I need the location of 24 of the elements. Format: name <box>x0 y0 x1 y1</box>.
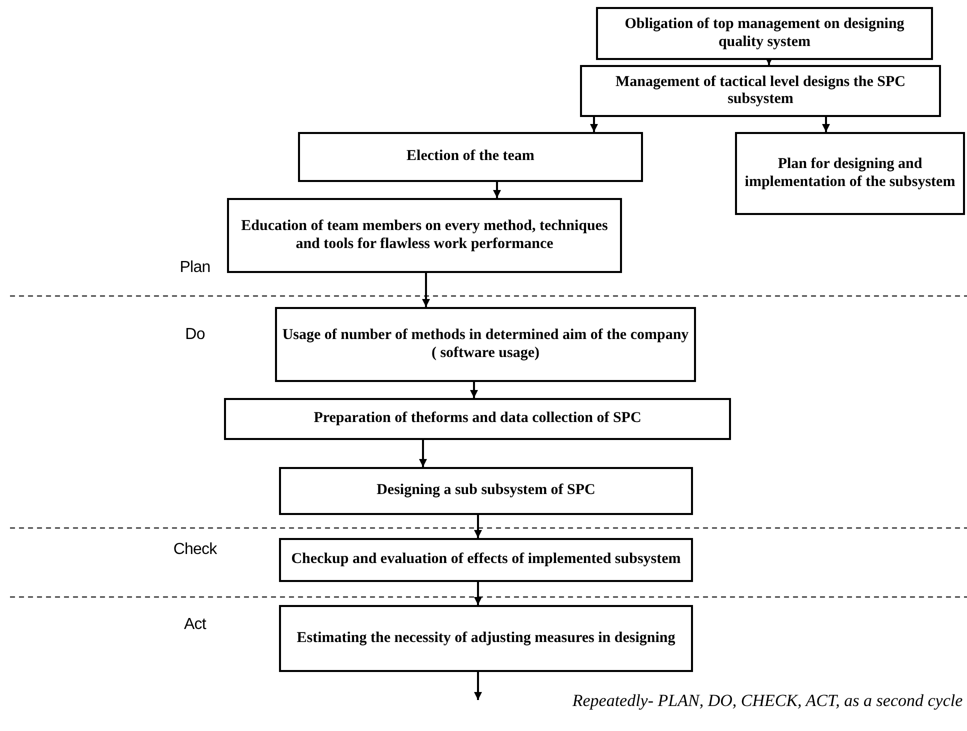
note-text: Repeatedly- PLAN, DO, CHECK, ACT, as a second cycle <box>572 690 963 712</box>
arrow <box>422 273 430 307</box>
arrow <box>419 440 427 467</box>
process-box: Election of the team <box>298 132 643 182</box>
arrow <box>474 582 482 605</box>
process-box: Usage of number of methods in determined aim of the company ( software usage) <box>275 307 696 382</box>
arrow <box>822 117 830 132</box>
phase-label: Act <box>184 615 206 635</box>
phase-label: Do <box>185 325 205 345</box>
process-box: Estimating the necessity of adjusting measures in designing <box>279 605 693 672</box>
arrow <box>590 117 598 132</box>
process-box: Checkup and evaluation of effects of implemented subsystem <box>279 538 693 582</box>
arrow <box>474 515 482 538</box>
arrow <box>470 382 478 398</box>
process-box: Preparation of theforms and data collection of SPC <box>224 398 731 440</box>
phase-label: Plan <box>180 258 210 278</box>
process-box: Designing a sub subsystem of SPC <box>279 467 693 515</box>
process-box: Plan for designing and implementation of the subsystem <box>735 132 965 215</box>
arrow <box>474 672 482 700</box>
process-box: Management of tactical level designs the SPC subsystem <box>580 65 941 117</box>
process-box: Obligation of top management on designing quality system <box>596 7 933 60</box>
arrow <box>493 182 501 198</box>
process-box: Education of team members on every method, techniques and tools for flawless work performance <box>227 198 622 273</box>
phase-label: Check <box>173 540 217 560</box>
